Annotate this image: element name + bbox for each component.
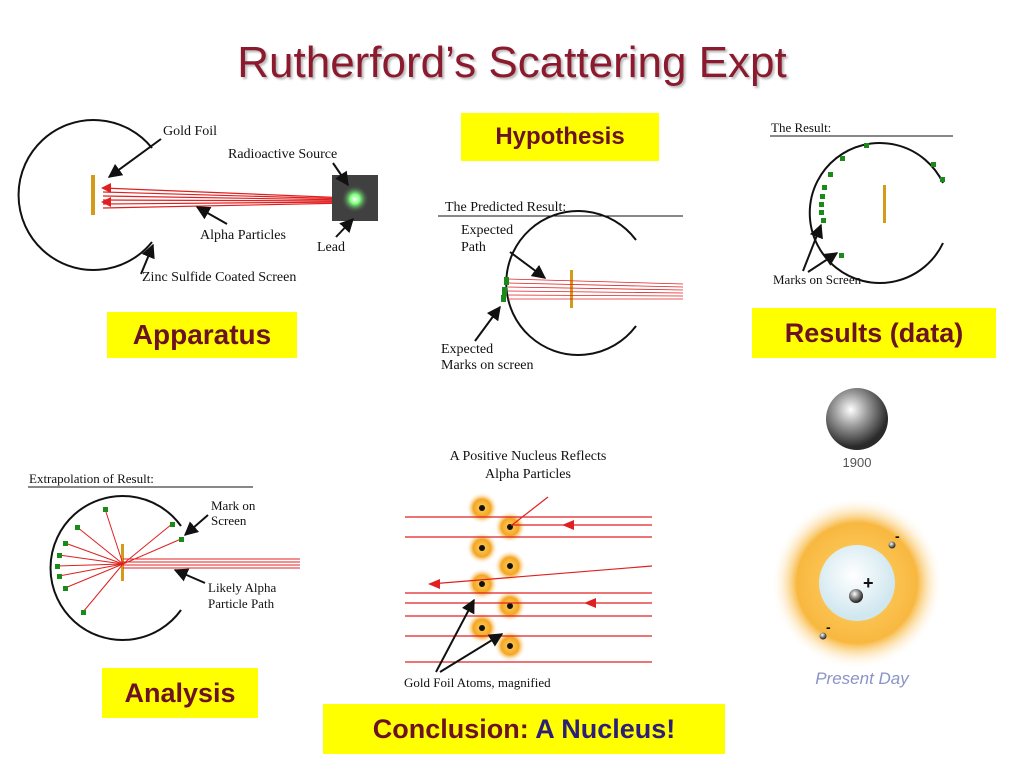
label-minus-2: - [826,619,831,635]
radioactive-source [341,185,369,213]
nucleus-heading-1: A Positive Nucleus Reflects [450,449,607,464]
analysis-label-box: Analysis [102,668,258,718]
result-screen [808,142,944,284]
label-expected-marks-1: Expected [441,342,493,357]
label-gold-foil: Gold Foil [163,124,217,139]
apparatus-label-box: Apparatus [107,312,297,358]
conclusion-prefix: Conclusion: [372,714,536,744]
result-foil [883,185,886,223]
label-radioactive-source: Radioactive Source [228,147,337,162]
extrapolation-diagram: Extrapolation of Result: Mark on Screen … [28,471,300,641]
label-lead: Lead [317,240,345,255]
label-likely-path-1: Likely Alpha [208,580,276,595]
results-label-box: Results (data) [752,308,996,358]
zinc-sulfide-screen [17,119,153,271]
nucleus-heading-2: Alpha Particles [485,467,571,482]
predicted-heading: The Predicted Result: [445,200,566,215]
gold-foil [91,175,95,215]
nucleus-core [819,545,895,621]
label-expected-path-1: Expected [461,223,513,238]
apparatus-diagram: Gold Foil Radioactive Source Alpha Parti… [17,119,378,285]
nucleus-diagram: A Positive Nucleus Reflects Alpha Partic… [404,449,653,690]
label-expected-path-2: Path [461,240,486,255]
predicted-beams [507,278,684,300]
result-heading: The Result: [771,120,831,135]
atom-models: 1900 + - - Present Day [771,388,943,688]
label-minus-1: - [895,528,900,544]
label-plus: + [863,573,874,593]
nucleus-beams [405,496,653,663]
conclusion-highlight: A Nucleus! [535,714,676,744]
alpha-beams [102,187,351,209]
extrapolation-marks [55,507,184,615]
label-1900: 1900 [843,455,872,470]
label-expected-marks-2: Marks on screen [441,358,534,373]
conclusion-label-box: Conclusion: A Nucleus! [323,704,725,754]
label-likely-path-2: Particle Path [208,596,275,611]
label-mark-on-screen-1: Mark on [211,498,256,513]
hypothesis-label-box: Hypothesis [461,113,659,161]
result-diagram: The Result: Marks on Screen [770,120,953,287]
label-gold-foil-atoms: Gold Foil Atoms, magnified [404,675,551,690]
predicted-result-diagram: The Predicted Result: Expected Path Expe… [438,200,684,373]
atom-model-1900 [826,388,888,450]
label-marks-on-screen: Marks on Screen [773,272,862,287]
label-alpha-particles: Alpha Particles [200,228,286,243]
label-mark-on-screen-2: Screen [211,513,247,528]
extrapolation-heading: Extrapolation of Result: [29,471,154,486]
extrapolation-screen [49,495,182,641]
label-present-day: Present Day [815,669,910,688]
predicted-foil [570,270,573,308]
label-zinc-screen: Zinc Sulfide Coated Screen [142,270,296,285]
result-marks [819,143,945,258]
page-title: Rutherford’s Scattering Expt [237,38,787,87]
